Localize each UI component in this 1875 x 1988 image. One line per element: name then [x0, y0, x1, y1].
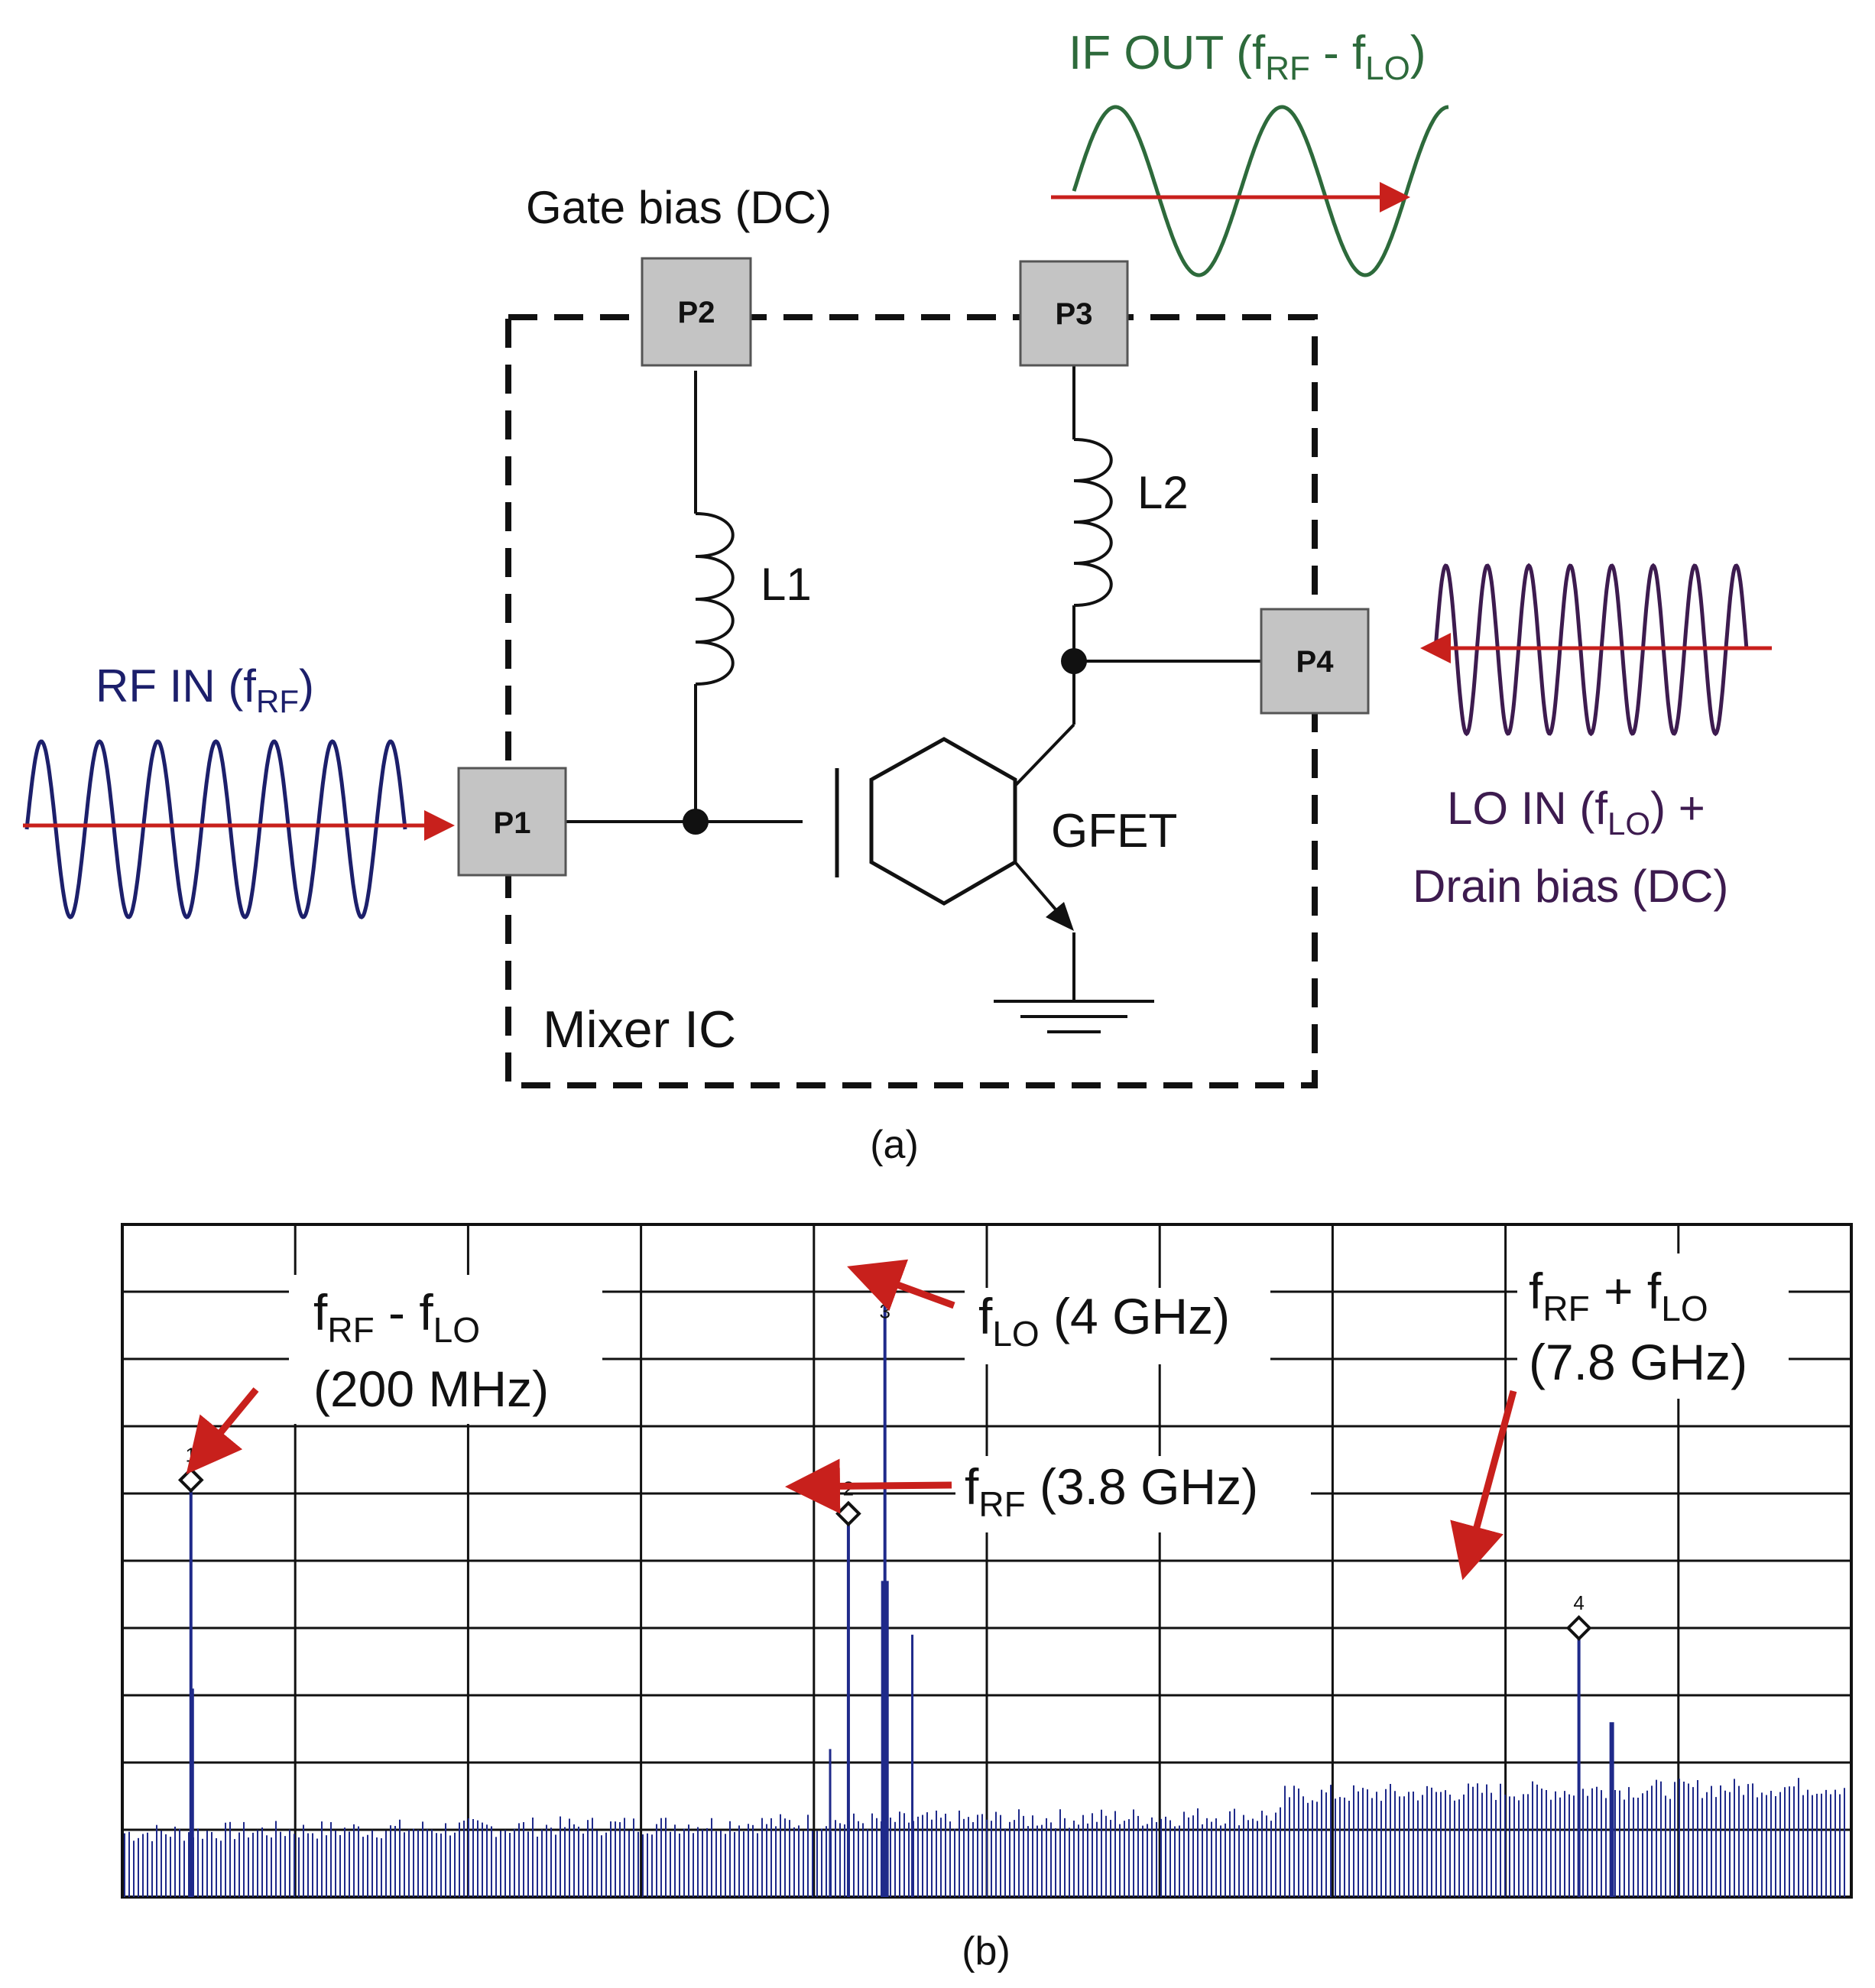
arrow-diff	[186, 1387, 259, 1474]
if-out-label: IF OUT (fRF - fLO)	[1069, 27, 1426, 87]
caption-b: (b)	[962, 1929, 1010, 1973]
inductor-icon	[695, 512, 735, 686]
port-p1-label: P1	[494, 806, 531, 840]
if-wave-icon	[1072, 105, 1449, 277]
junction-dot	[683, 809, 709, 835]
panel-b: 1234 fRF - fLO (200 MHz) fLO (4 GHz) fRF…	[121, 1223, 1853, 1973]
spectrum-peaks	[189, 1278, 1614, 1897]
rf-in-label: RF IN (fRF)	[96, 660, 314, 719]
mixer-ic-label: Mixer IC	[543, 1000, 736, 1059]
annotation-rf: fRF (3.8 GHz)	[965, 1458, 1258, 1524]
marker-diamond-icon	[1565, 1615, 1592, 1641]
port-p3-label: P3	[1056, 297, 1093, 331]
mixer-ic-boundary	[505, 314, 1318, 1088]
arrow-lo	[847, 1259, 955, 1312]
arrow-sum	[1450, 1390, 1517, 1581]
lo-wave-icon	[1433, 563, 1749, 737]
rf-wave-icon	[24, 739, 407, 919]
drain-bias-label: Drain bias (DC)	[1413, 861, 1728, 912]
marker-number: 4	[1573, 1591, 1584, 1614]
ground-icon	[994, 1000, 1154, 1033]
annotation-diff-value: (200 MHz)	[313, 1360, 549, 1417]
source-lead	[1014, 861, 1062, 917]
inductor-icon	[1073, 438, 1113, 607]
label-bg-diff	[289, 1275, 602, 1424]
arrow-rf	[785, 1458, 952, 1514]
annotation-sum: fRF + fLO	[1529, 1263, 1708, 1328]
gate-bias-label: Gate bias (DC)	[526, 182, 832, 233]
l2-label: L2	[1137, 467, 1189, 518]
annotation-lo: fLO (4 GHz)	[978, 1288, 1230, 1354]
annotation-diff: fRF - fLO	[313, 1284, 480, 1350]
port-p2: P2	[641, 257, 752, 367]
marker-diamond-icon	[177, 1467, 204, 1493]
port-p2-label: P2	[678, 296, 715, 329]
port-p4: P4	[1260, 608, 1370, 715]
circuit-wires	[566, 365, 1261, 1001]
gfet-label: GFET	[1051, 805, 1177, 858]
marker-number: 3	[879, 1299, 890, 1322]
source-arrow-icon	[1046, 902, 1074, 931]
noise-floor	[124, 1778, 1845, 1897]
port-p3: P3	[1019, 260, 1129, 367]
l1-label: L1	[761, 559, 812, 610]
graphene-hexagon-icon	[869, 737, 1017, 906]
lo-in-label: LO IN (fLO) +	[1447, 783, 1705, 842]
panel-a: P1 P2 P3 P4 L1 L2 GFET Mixer IC Gate bia…	[23, 27, 1772, 1167]
caption-a: (a)	[870, 1123, 919, 1167]
label-bg-sum	[1517, 1253, 1789, 1399]
label-bg-rf	[955, 1456, 1311, 1532]
port-p4-label: P4	[1296, 645, 1335, 679]
junction-dot	[1061, 648, 1087, 674]
label-bg-lo	[965, 1288, 1270, 1364]
port-p1: P1	[457, 767, 567, 877]
marker-diamond-icon	[835, 1500, 861, 1527]
annotation-sum-value: (7.8 GHz)	[1529, 1334, 1747, 1390]
